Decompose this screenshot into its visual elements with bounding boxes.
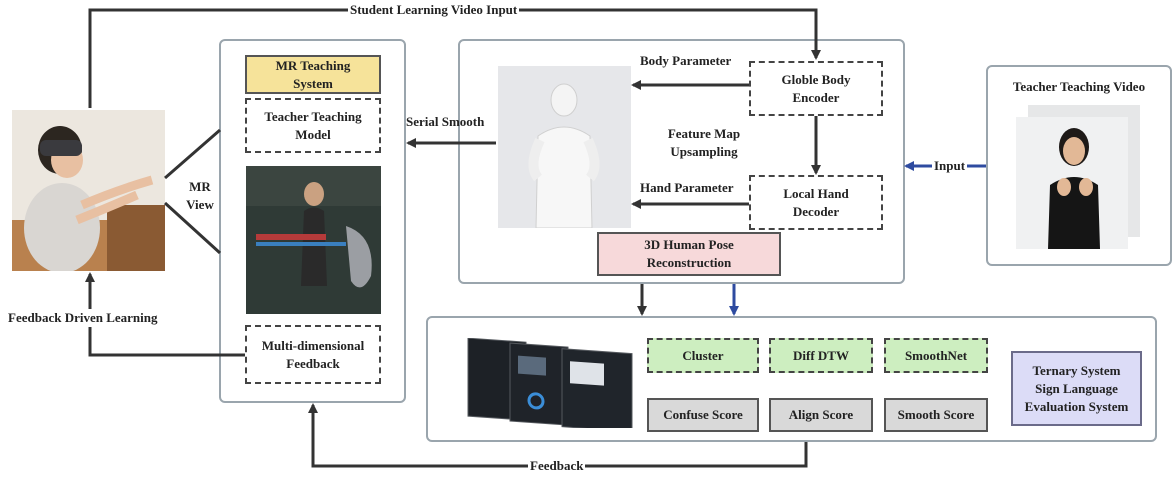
mr-view-line-bottom — [163, 201, 222, 255]
diff-dtw-box: Diff DTW — [769, 338, 873, 373]
feedback-driven-label: Feedback Driven Learning — [6, 309, 160, 327]
evaluation-app-screenshots — [466, 338, 636, 428]
feature-map-label: Feature Map Upsampling — [667, 126, 741, 159]
align-score-label: Align Score — [788, 407, 854, 422]
cluster-label: Cluster — [682, 347, 724, 363]
diff-dtw-label: Diff DTW — [793, 347, 849, 363]
body-mesh-render — [498, 66, 631, 228]
pose-reconstruction-box: 3D Human Pose Reconstruction — [597, 232, 781, 276]
student-input-label: Student Learning Video Input — [348, 1, 520, 19]
input-label: Input — [932, 157, 968, 175]
teacher-video-frame — [1016, 105, 1148, 249]
confuse-score-box: Confuse Score — [647, 398, 759, 432]
body-parameter-label: Body Parameter — [640, 53, 732, 68]
teacher-video-title: Teacher Teaching Video — [1012, 79, 1146, 94]
smoothnet-label: SmoothNet — [904, 347, 968, 363]
student-mr-photo — [12, 110, 165, 271]
mr-view-line-top — [164, 128, 221, 180]
mr-teaching-system-box: MR Teaching System — [245, 55, 381, 94]
local-hand-decoder-box: Local Hand Decoder — [749, 175, 883, 230]
feedback-driven-arrow — [85, 272, 245, 357]
smoothnet-box: SmoothNet — [884, 338, 988, 373]
teacher-teaching-model-label: Teacher Teaching Model — [264, 108, 362, 142]
multi-dimensional-feedback-box: Multi-dimensional Feedback — [245, 325, 381, 384]
teacher-teaching-model-box: Teacher Teaching Model — [245, 98, 381, 153]
pose-reconstruction-label: 3D Human Pose Reconstruction — [644, 237, 734, 270]
smooth-score-label: Smooth Score — [897, 407, 975, 422]
serial-smooth-label: Serial Smooth — [406, 114, 485, 129]
mr-teaching-system-label: MR Teaching System — [275, 57, 351, 91]
cluster-box: Cluster — [647, 338, 759, 373]
feedback-label: Feedback — [528, 457, 586, 475]
smooth-score-box: Smooth Score — [884, 398, 988, 432]
ternary-system-label: Ternary System Sign Language Evaluation … — [1024, 362, 1129, 414]
hand-parameter-label: Hand Parameter — [640, 180, 734, 195]
confuse-score-label: Confuse Score — [663, 407, 743, 422]
globle-body-encoder-box: Globle Body Encoder — [749, 61, 883, 116]
multi-dimensional-feedback-label: Multi-dimensional Feedback — [261, 337, 365, 371]
align-score-box: Align Score — [769, 398, 873, 432]
globle-body-encoder-label: Globle Body Encoder — [781, 71, 851, 105]
mr-view-label: MR View — [186, 179, 214, 212]
local-hand-decoder-label: Local Hand Decoder — [783, 185, 849, 219]
mr-scene-screenshot — [246, 166, 381, 314]
ternary-system-box: Ternary System Sign Language Evaluation … — [1011, 351, 1142, 426]
